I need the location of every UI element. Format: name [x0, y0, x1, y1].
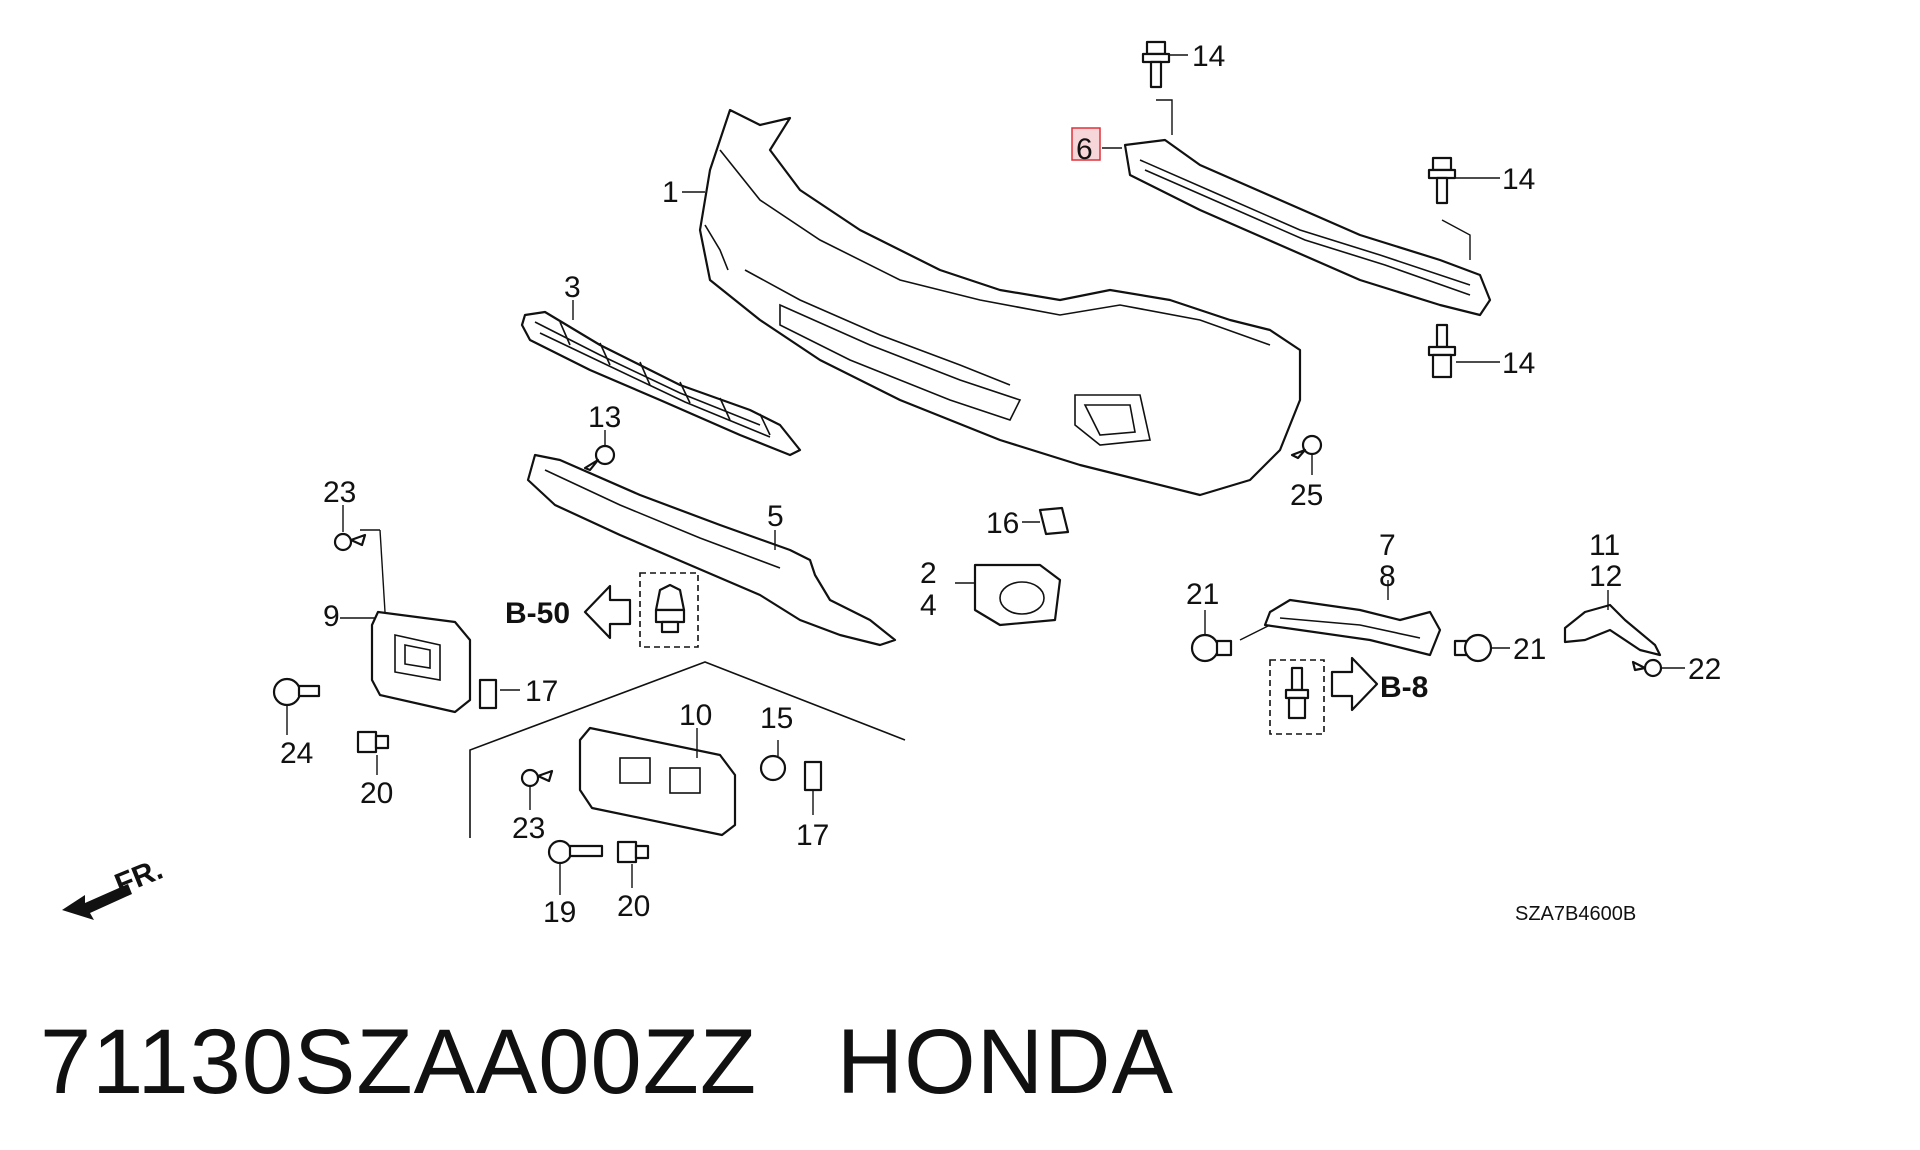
- callout-13: 13: [588, 401, 621, 434]
- part-number-title: 71130SZAA00ZZ HONDA: [40, 1010, 1174, 1115]
- callout-10: 10: [679, 699, 712, 732]
- clip-nut-16-part: [1022, 506, 1070, 536]
- callout-2: 2: [920, 557, 937, 590]
- clip-17-right: [803, 760, 823, 815]
- flange-nut-21-right: [1453, 633, 1510, 663]
- callout-3: 3: [564, 271, 581, 304]
- screw-22-part: [1631, 658, 1685, 678]
- callout-15: 15: [760, 702, 793, 735]
- side-spacer-bracket-part: [1239, 580, 1442, 657]
- nut-15-part: [759, 740, 787, 782]
- license-plate-base-10-part: [578, 726, 737, 837]
- screw-23-upper: [333, 505, 367, 552]
- screw-13-part: [583, 430, 616, 472]
- callout-6: 6: [1076, 133, 1093, 166]
- callout-8: 8: [1379, 560, 1396, 593]
- callout-24: 24: [280, 737, 313, 770]
- reference-b8-label: B-8: [1380, 671, 1428, 704]
- callout-1: 1: [662, 176, 679, 209]
- screw-25-part: [1290, 434, 1323, 475]
- flange-bolt-bottom: [1427, 323, 1500, 379]
- reference-arrow-b8: [1330, 656, 1379, 712]
- flange-nut-21-left: [1190, 610, 1233, 663]
- screw-23-lower: [520, 768, 554, 810]
- flange-bolt-middle: [1427, 156, 1500, 260]
- lower-garnish-part: [526, 453, 897, 647]
- front-bumper-face-part: [698, 108, 1302, 497]
- reference-arrow-b50: [583, 584, 632, 640]
- reference-b50-label: B-50: [505, 597, 570, 630]
- front-direction-arrow: FR.: [62, 853, 167, 920]
- part-number: 71130SZAA00ZZ: [40, 1011, 758, 1113]
- callout-5: 5: [767, 500, 784, 533]
- diagram-code: SZA7B4600B: [1515, 903, 1636, 925]
- highlighted-callout-box: [1071, 127, 1101, 161]
- callout-14-middle: 14: [1502, 163, 1535, 196]
- callout-16: 16: [986, 507, 1019, 540]
- bolt-20-lower: [616, 840, 650, 888]
- callout-14-bottom: 14: [1502, 347, 1535, 380]
- callout-7: 7: [1379, 529, 1396, 562]
- bolt-24-part: [272, 677, 321, 735]
- callout-9: 9: [323, 600, 340, 633]
- callout-17-left: 17: [525, 675, 558, 708]
- callout-19: 19: [543, 896, 576, 929]
- fog-light-cover-part: [955, 563, 1062, 627]
- callout-17-right: 17: [796, 819, 829, 852]
- side-bracket-11-12-part: [1563, 590, 1662, 657]
- callout-20-lower: 20: [617, 890, 650, 923]
- bolt-20-left: [356, 730, 390, 775]
- callout-11: 11: [1589, 529, 1620, 562]
- callout-22: 22: [1688, 653, 1721, 686]
- callout-21-right: 21: [1513, 633, 1546, 666]
- brand-name: HONDA: [836, 1011, 1174, 1113]
- callout-23-upper: 23: [323, 476, 356, 509]
- bolt-19-part: [547, 839, 604, 895]
- bolt-in-dashed-box: [1269, 659, 1325, 735]
- callout-12: 12: [1589, 560, 1622, 593]
- flange-bolt-top: [1141, 40, 1188, 135]
- clip-17-left: [478, 678, 520, 710]
- retainer-clip-part: [639, 572, 699, 648]
- callout-21-left: 21: [1186, 578, 1219, 611]
- bumper-beam-absorber-part: [1123, 138, 1492, 317]
- inset-region-outline: [469, 661, 906, 838]
- callout-14-top: 14: [1192, 40, 1225, 73]
- callout-23-lower: 23: [512, 812, 545, 845]
- callout-25: 25: [1290, 479, 1323, 512]
- callout-4: 4: [920, 589, 937, 622]
- front-indicator-label: FR.: [110, 853, 167, 902]
- license-bracket-9-part: [340, 529, 472, 714]
- lower-grille-part: [520, 310, 802, 457]
- callout-20-left: 20: [360, 777, 393, 810]
